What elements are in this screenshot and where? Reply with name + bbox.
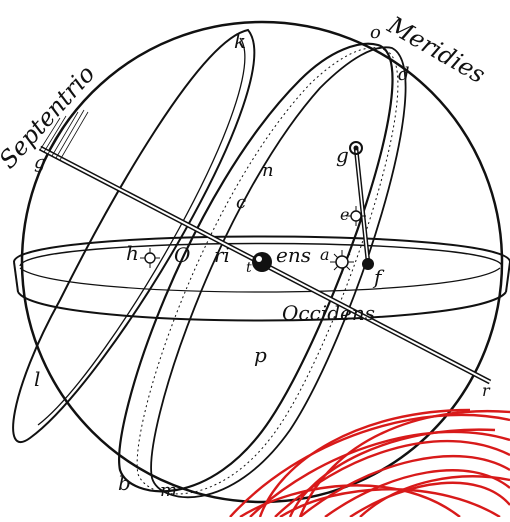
label-oriens-end: ens	[276, 243, 311, 267]
label-oriens-mid: ri	[214, 243, 230, 267]
red-overlay-arcs	[230, 410, 510, 517]
label-oriens-start: O	[174, 243, 190, 267]
label-l: l	[34, 367, 40, 391]
sun-west	[330, 250, 354, 274]
label-k: k	[234, 29, 246, 53]
label-g-right: g	[336, 143, 349, 167]
point-f	[362, 258, 374, 270]
label-n: n	[262, 160, 274, 181]
label-h: h	[126, 241, 139, 265]
label-t: t	[246, 260, 252, 276]
label-e: e	[340, 205, 349, 224]
label-c: c	[236, 192, 246, 213]
sun-east	[140, 248, 160, 268]
label-d: d	[398, 64, 410, 85]
label-b: b	[118, 471, 131, 495]
label-g-left: g	[34, 152, 46, 173]
earth-center	[252, 252, 272, 272]
label-a: a	[320, 245, 330, 264]
horizon-band	[14, 237, 510, 321]
label-o: o	[370, 22, 381, 43]
label-m: m	[160, 480, 177, 501]
label-occidens: Occidens	[282, 301, 375, 325]
label-r: r	[482, 381, 491, 400]
label-p: p	[254, 343, 267, 367]
label-f: f	[372, 265, 385, 289]
